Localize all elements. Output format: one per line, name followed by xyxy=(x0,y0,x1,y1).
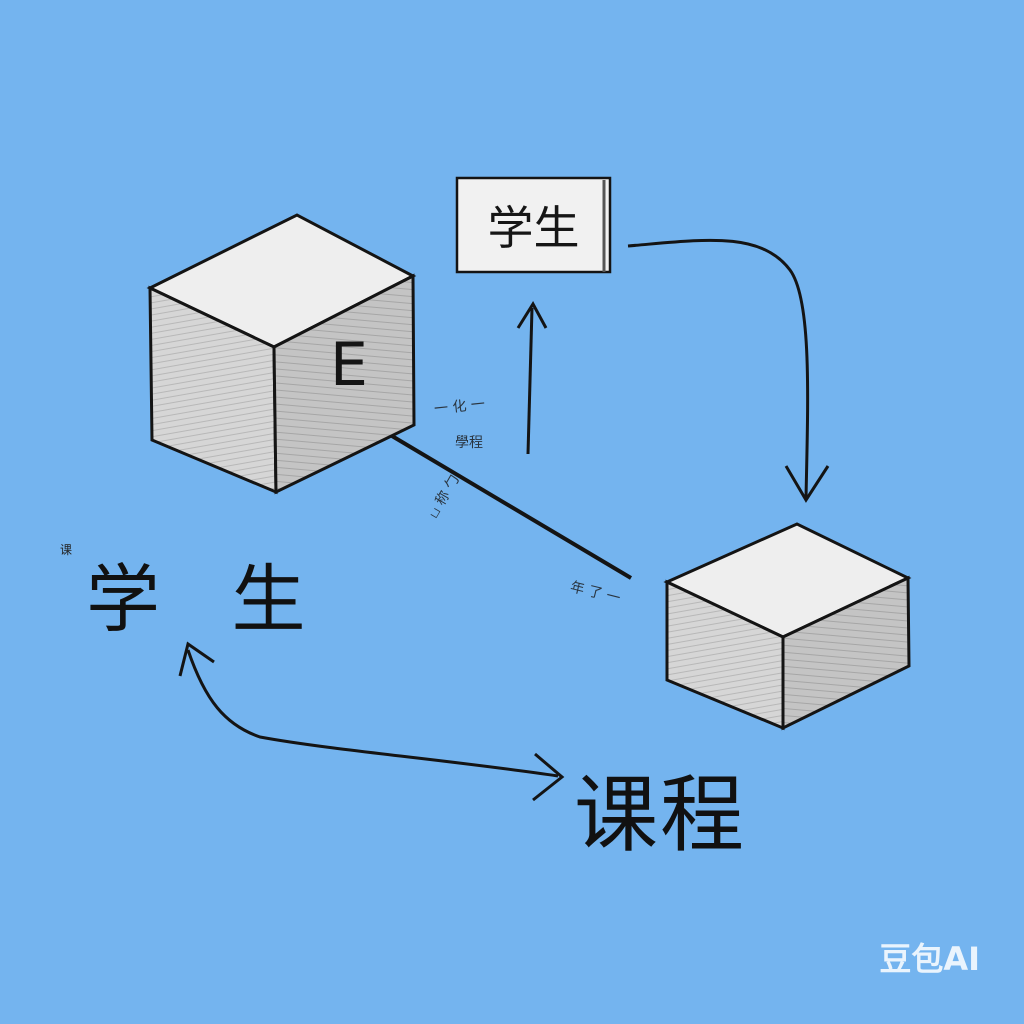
arrow-double xyxy=(180,644,562,800)
label-box-text: 学生 xyxy=(457,178,610,272)
small-course-label: 课 xyxy=(60,541,72,558)
cube-left xyxy=(150,215,414,492)
arrow-curve-right xyxy=(628,240,828,500)
watermark: 豆包AI xyxy=(879,934,980,980)
scribble-label: 學程 xyxy=(455,432,483,452)
arrow-up xyxy=(518,304,546,454)
course-label: 课程 xyxy=(574,748,746,869)
cube-right xyxy=(667,524,909,728)
student-label: 学 生 xyxy=(86,540,330,647)
cube-face-letter: E xyxy=(330,330,368,400)
